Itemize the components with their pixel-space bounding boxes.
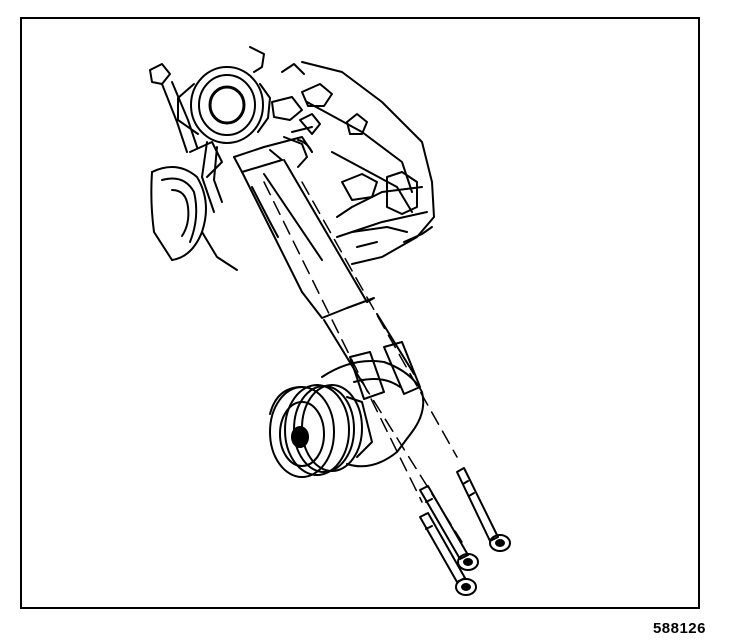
figure-number: 588126 <box>652 620 706 637</box>
crankshaft-pulley <box>150 141 238 271</box>
ac-compressor <box>269 341 425 478</box>
compressor-bracket-illustration <box>149 46 511 596</box>
tensioner-arm <box>149 63 223 213</box>
diagram-frame <box>20 17 700 609</box>
mounting-bolt-2 <box>419 485 479 571</box>
upper-pulley <box>177 66 271 144</box>
mounting-bolt-1 <box>456 467 511 552</box>
mounting-bolt-3 <box>419 512 477 596</box>
engine-block <box>249 46 435 265</box>
